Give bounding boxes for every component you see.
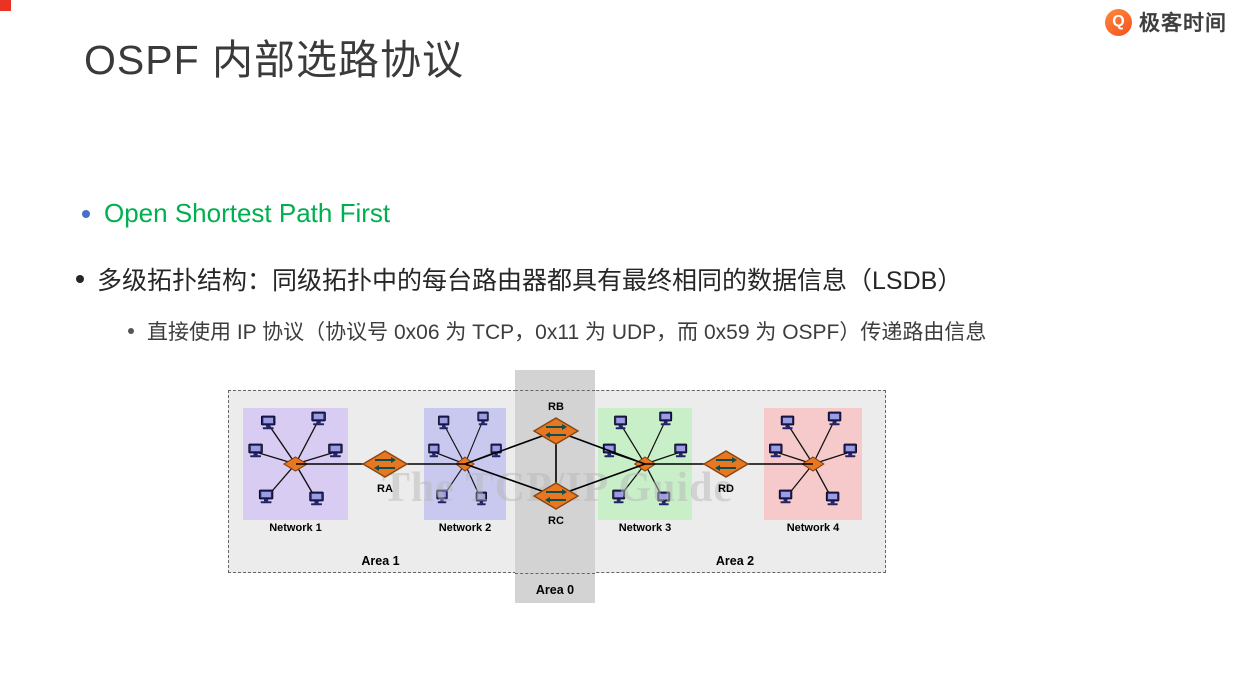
network-3-label: Network 3 <box>618 522 672 534</box>
computer-icon <box>843 443 858 458</box>
router-rd-label: RD <box>718 483 734 495</box>
computer-icon <box>311 411 326 426</box>
network-4-box <box>764 408 862 520</box>
page-title: OSPF 内部选路协议 <box>84 37 465 83</box>
bullet-dot-icon <box>128 328 134 334</box>
computer-icon <box>602 443 616 458</box>
computer-icon <box>778 489 793 504</box>
router-rc-label: RC <box>548 515 564 527</box>
hub-icon <box>283 456 308 472</box>
computer-icon <box>248 443 263 458</box>
area-1-label: Area 1 <box>361 554 400 568</box>
recording-indicator <box>0 0 11 11</box>
computer-icon <box>657 491 671 506</box>
bullet-text: Open Shortest Path First <box>104 198 391 228</box>
network-2-label: Network 2 <box>438 522 492 534</box>
computer-icon <box>780 415 795 430</box>
hub-icon <box>455 456 475 472</box>
computer-icon <box>437 415 450 430</box>
sub-bullet-ip-protocol: 直接使用 IP 协议（协议号 0x06 为 TCP，0x11 为 UDP，而 0… <box>128 316 986 346</box>
computer-icon <box>309 491 324 506</box>
computer-icon <box>436 489 448 504</box>
computer-icon <box>258 489 274 504</box>
area-border-segment <box>515 573 595 574</box>
computer-icon <box>659 411 673 426</box>
computer-icon <box>768 443 783 458</box>
area-0-label: Area 0 <box>535 583 575 597</box>
computer-icon <box>825 491 840 506</box>
computer-icon <box>328 443 343 458</box>
network-1-topology <box>248 411 343 506</box>
computer-icon <box>612 489 626 504</box>
network-1-box <box>243 408 348 520</box>
bullet-text: 直接使用 IP 协议（协议号 0x06 为 TCP，0x11 为 UDP，而 0… <box>147 321 987 344</box>
network-4-label: Network 4 <box>786 522 840 534</box>
network-4-topology <box>768 411 858 506</box>
router-rb-label: RB <box>548 401 564 413</box>
geektime-logo-icon: Q <box>1105 8 1132 36</box>
network-3-box <box>598 408 692 520</box>
computer-icon <box>475 491 488 506</box>
network-3-topology <box>602 411 688 506</box>
computer-icon <box>477 411 489 426</box>
network-2-topology <box>428 411 502 506</box>
brand-name: 极客时间 <box>1139 12 1227 35</box>
computer-icon <box>428 443 440 458</box>
area-border-segment <box>515 390 595 391</box>
bullet-multilevel-topology: 多级拓扑结构：同级拓扑中的每台路由器都具有最终相同的数据信息（LSDB） <box>76 261 962 297</box>
router-ra-label: RA <box>377 483 393 495</box>
area-2-label: Area 2 <box>715 554 755 568</box>
bullet-text: 多级拓扑结构：同级拓扑中的每台路由器都具有最终相同的数据信息（LSDB） <box>97 267 963 295</box>
computer-icon <box>674 443 688 458</box>
ospf-topology-diagram: The TCP/IP Guide Network 1 Network 2 Net… <box>225 370 887 605</box>
computer-icon <box>260 415 276 430</box>
hub-icon <box>634 456 656 472</box>
network-2-box <box>424 408 506 520</box>
logo-glyph: Q <box>1112 13 1125 30</box>
brand-logo: Q 极客时间 <box>1105 7 1227 37</box>
bullet-dot-icon <box>82 209 90 218</box>
computer-icon <box>490 443 502 458</box>
hub-icon <box>801 456 825 472</box>
computer-icon <box>613 415 628 430</box>
bullet-open-shortest-path: Open Shortest Path First <box>82 198 390 229</box>
computer-icon <box>827 411 842 426</box>
network-1-label: Network 1 <box>269 522 322 534</box>
bullet-dot-icon <box>76 275 84 283</box>
